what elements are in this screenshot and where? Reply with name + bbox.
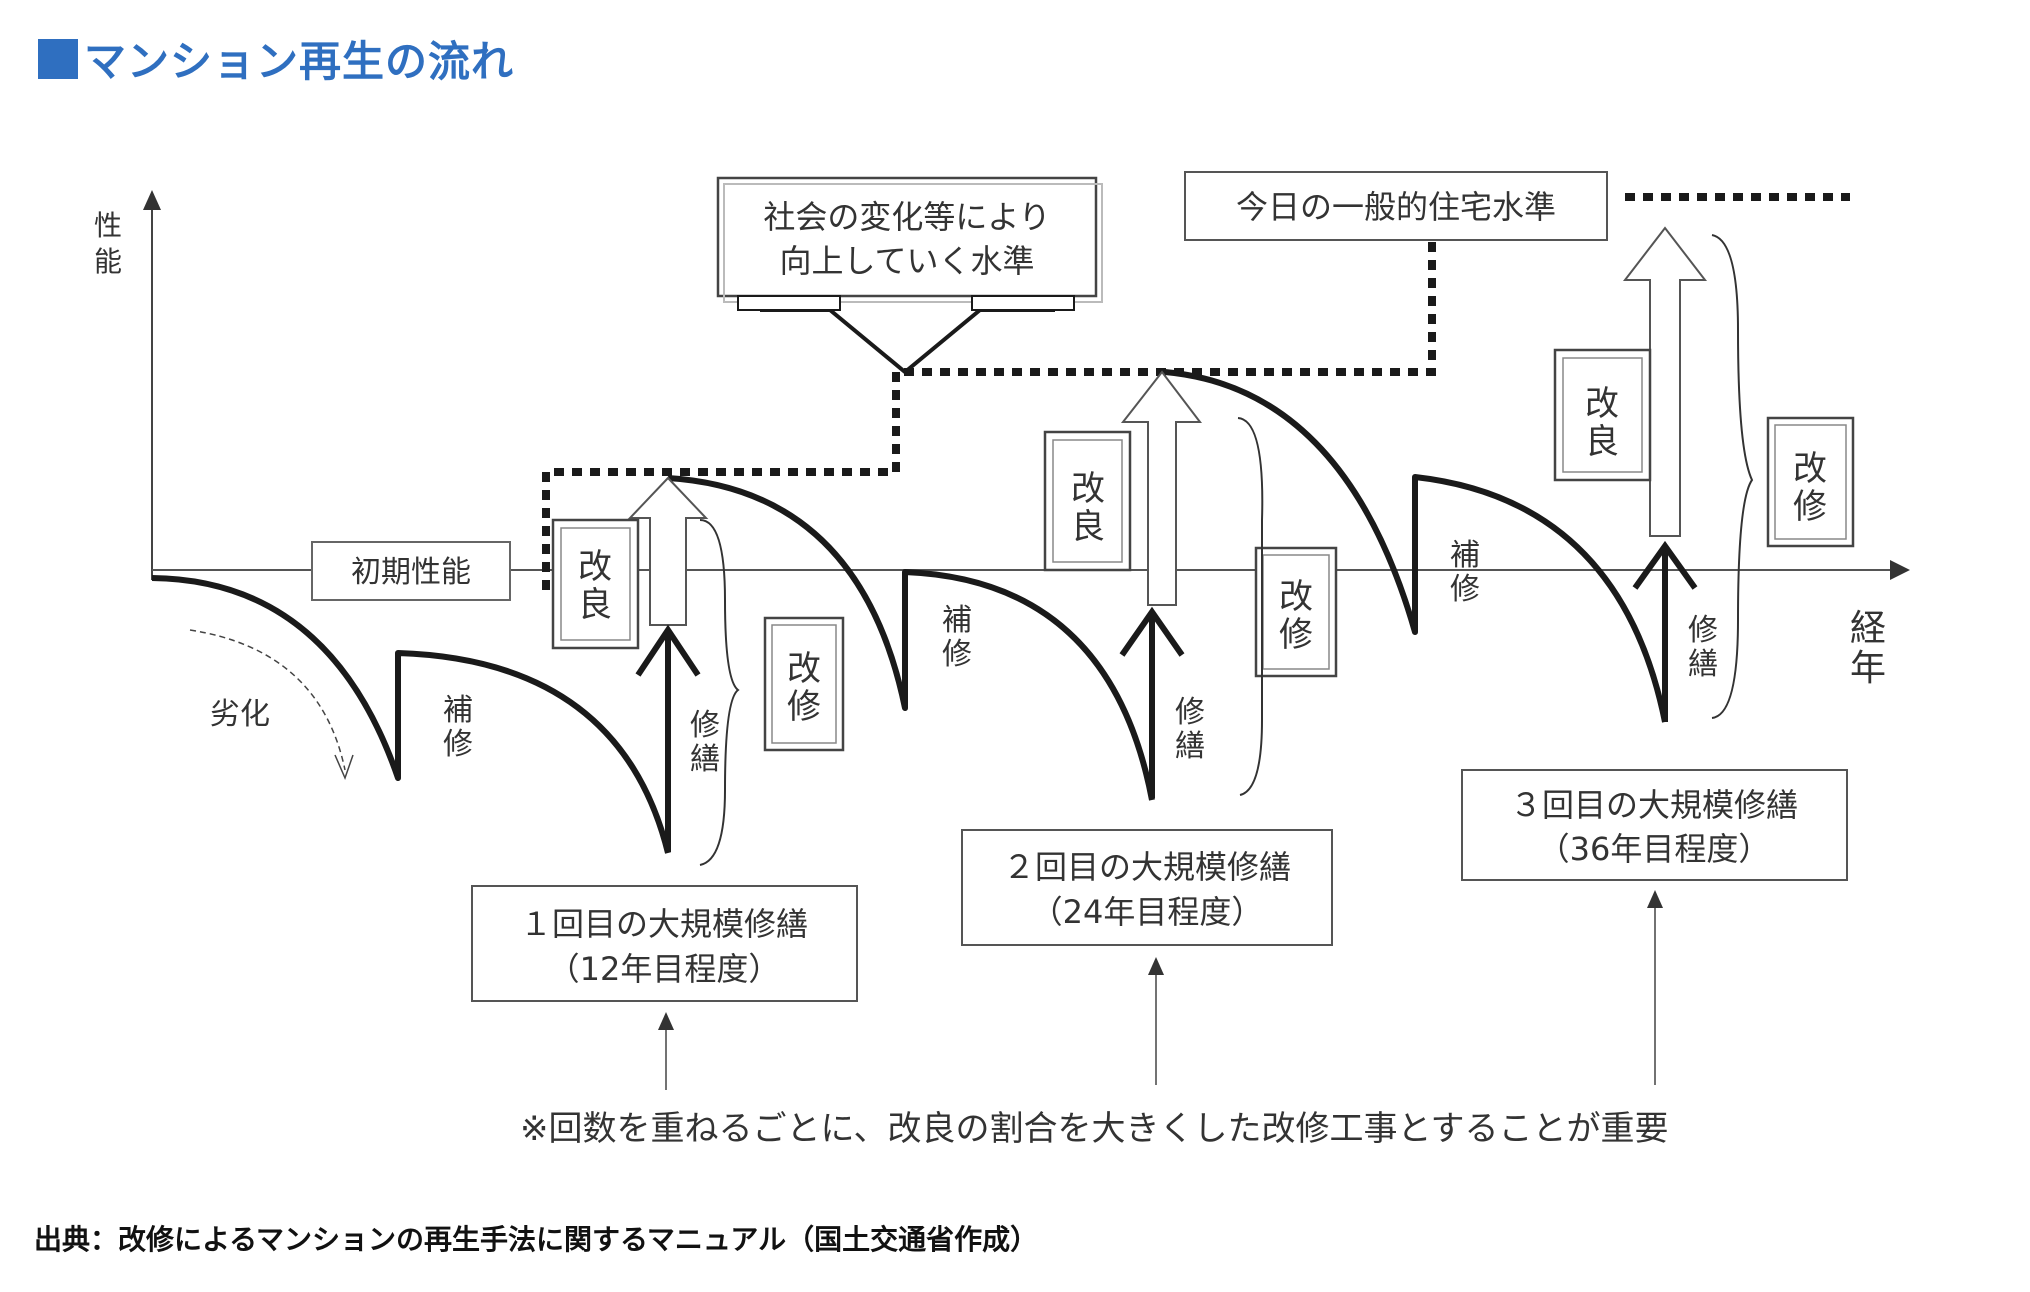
svg-text:補修: 補修: [443, 693, 473, 762]
milestone-3: ３回目の大規模修繕 （36年目程度）: [1461, 769, 1848, 1085]
rising-standard-label-1: 社会の変化等により: [763, 198, 1050, 236]
x-axis-label: 経年: [1850, 608, 1886, 689]
svg-text:修繕: 修繕: [1175, 695, 1205, 764]
page-title: マンション再生の流れ: [38, 28, 514, 89]
svg-text:３回目の大規模修繕: ３回目の大規模修繕: [1510, 786, 1798, 824]
restoration-arrows: [635, 540, 1698, 852]
improvement-labels: 改良 改良 改良: [551, 348, 1652, 650]
rising-standard-dotted-line: [542, 240, 1436, 590]
svg-text:改良: 改良: [1071, 469, 1105, 547]
svg-text:修繕: 修繕: [1688, 613, 1718, 682]
svg-text:修繕: 修繕: [690, 708, 720, 777]
svg-text:改修: 改修: [1279, 577, 1313, 655]
current-standard-label: 今日の一般的住宅水準: [1236, 188, 1556, 226]
svg-text:１回目の大規模修繕: １回目の大規模修繕: [520, 905, 808, 943]
repair-labels: 補修 補修 補修: [443, 538, 1480, 762]
performance-curve: [151, 369, 1668, 854]
svg-text:改良: 改良: [578, 547, 612, 625]
title-square-icon: [38, 38, 78, 79]
initial-performance-box: [311, 541, 511, 601]
svg-text:（24年目程度）: （24年目程度）: [1031, 893, 1264, 931]
deterioration-arrow-head-icon: [334, 754, 354, 781]
svg-text:（12年目程度）: （12年目程度）: [548, 950, 781, 988]
svg-text:補修: 補修: [1450, 538, 1480, 607]
svg-text:改修: 改修: [1793, 449, 1827, 527]
svg-text:（36年目程度）: （36年目程度）: [1538, 830, 1771, 868]
initial-performance-label: 初期性能: [351, 555, 471, 590]
rising-standard-label-2: 向上していく水準: [779, 242, 1034, 280]
svg-text:２回目の大規模修繕: ２回目の大規模修繕: [1003, 848, 1291, 886]
restoration-labels: 修繕 修繕 修繕: [690, 613, 1718, 777]
deterioration-arrow: [189, 629, 346, 771]
rising-standard-callout-pointer: [760, 308, 1055, 375]
svg-text:改良: 改良: [1585, 384, 1619, 462]
improvement-arrows: [627, 226, 1708, 626]
deterioration-label: 劣化: [210, 697, 270, 732]
x-axis-arrow-icon: [1890, 560, 1910, 580]
y-axis-label-1: 性能: [94, 209, 122, 278]
milestone-2: ２回目の大規模修繕 （24年目程度）: [961, 829, 1333, 1085]
source-citation: 出典：改修によるマンションの再生手法に関するマニュアル（国土交通省作成）: [34, 1223, 1039, 1256]
renovation-labels: 改修 改修 改修: [699, 234, 1855, 866]
y-axis-arrow-icon: [143, 190, 161, 210]
rising-standard-box: [716, 176, 1098, 298]
note-text: ※回数を重ねるごとに、改良の割合を大きくした改修工事とすることが重要: [520, 1109, 1668, 1149]
current-standard-box: [1184, 171, 1608, 241]
svg-text:改修: 改修: [787, 649, 821, 727]
title-text: マンション再生の流れ: [84, 37, 515, 86]
milestone-1: １回目の大規模修繕 （12年目程度）: [471, 885, 858, 1090]
svg-text:補修: 補修: [942, 603, 972, 672]
